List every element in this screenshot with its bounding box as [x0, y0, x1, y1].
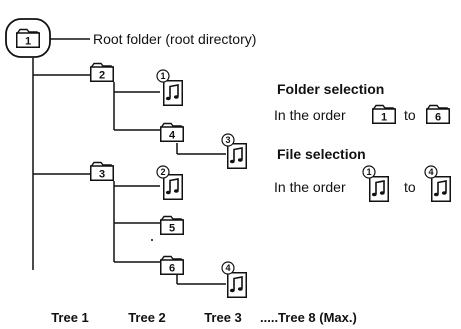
folder-2-icon: 2 — [90, 62, 114, 82]
root-folder-icon: 1 — [16, 28, 40, 48]
folder-selection-title: Folder selection — [277, 81, 384, 97]
file-3-badge: 3 — [221, 133, 235, 147]
file-1-icon — [162, 79, 184, 107]
file-4-badge: 4 — [221, 261, 235, 275]
file-3-number: 3 — [225, 135, 230, 145]
file-2-icon — [162, 173, 184, 201]
legend-file-from-icon — [368, 175, 390, 203]
folder-selection-prefix: In the order — [274, 107, 346, 123]
file-2-number: 2 — [160, 167, 165, 177]
legend-folder-from-icon: 1 — [372, 104, 396, 124]
tree-1-label: Tree 1 — [51, 310, 89, 325]
file-4-number: 4 — [225, 263, 230, 273]
legend-file-to-badge: 4 — [424, 165, 438, 179]
legend-folder-from-number: 1 — [381, 112, 387, 124]
root-folder-label: Root folder (root directory) — [93, 31, 256, 47]
folder-5-number: 5 — [169, 223, 175, 235]
legend-folder-to-icon: 6 — [426, 104, 450, 124]
folder-4-number: 4 — [169, 130, 176, 142]
tree-lines — [32, 38, 226, 285]
legend-folder-to-number: 6 — [435, 112, 441, 124]
file-1-number: 1 — [160, 71, 165, 81]
folder-3-number: 3 — [99, 169, 105, 181]
root-folder-number: 1 — [25, 36, 31, 48]
file-4-icon — [226, 271, 248, 299]
tree-2-label: Tree 2 — [128, 310, 166, 325]
tree-max-label: .....Tree 8 (Max.) — [260, 310, 357, 325]
stray-dot — [151, 239, 153, 241]
file-selection-prefix: In the order — [274, 179, 346, 195]
folder-3-icon: 3 — [90, 161, 114, 181]
tree-3-label: Tree 3 — [204, 310, 242, 325]
folder-6-number: 6 — [169, 263, 175, 275]
folder-2-number: 2 — [99, 70, 105, 82]
folder-6-icon: 6 — [160, 255, 184, 275]
file-2-badge: 2 — [156, 165, 170, 179]
file-selection-connector: to — [404, 179, 416, 195]
file-selection-title: File selection — [277, 146, 366, 162]
legend-file-to-number: 4 — [428, 167, 433, 177]
file-3-icon — [226, 142, 248, 170]
folder-5-icon: 5 — [160, 215, 184, 235]
folder-selection-connector: to — [404, 107, 416, 123]
root-folder: 1 — [5, 18, 51, 58]
legend-file-from-number: 1 — [366, 167, 371, 177]
file-1-badge: 1 — [156, 69, 170, 83]
legend-file-to-icon — [430, 175, 452, 203]
folder-4-icon: 4 — [160, 122, 184, 142]
legend-file-from-badge: 1 — [362, 165, 376, 179]
